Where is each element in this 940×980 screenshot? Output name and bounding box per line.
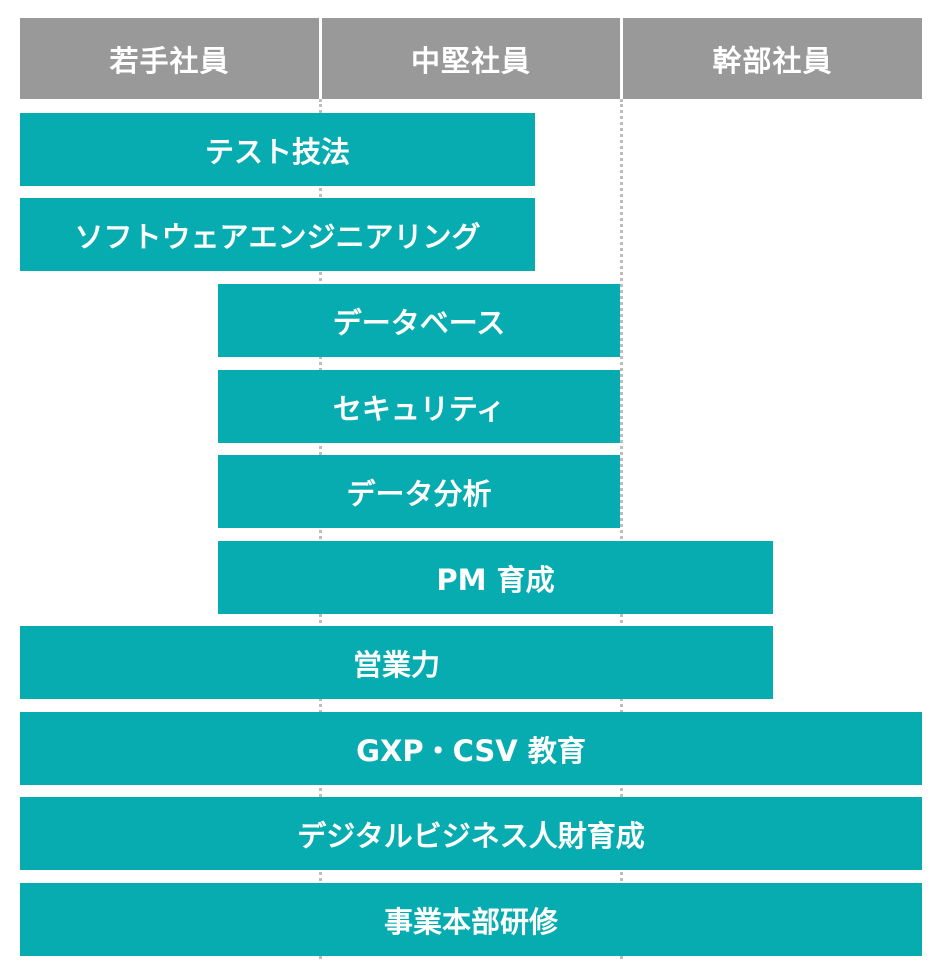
program-bar-database: データベース — [218, 284, 620, 357]
program-bar-test-techniques: テスト技法 — [20, 113, 535, 186]
level-header-mid: 中堅社員 — [322, 18, 620, 99]
level-header-senior: 幹部社員 — [623, 18, 922, 99]
program-bar-security: セキュリティ — [218, 370, 620, 443]
program-bar-division-training: 事業本部研修 — [20, 883, 922, 956]
column-divider-2 — [620, 99, 623, 959]
program-bar-gxp-csv-education: GXP・CSV 教育 — [20, 712, 922, 785]
program-bar-digital-business-talent: デジタルビジネス人財育成 — [20, 797, 922, 870]
program-bar-pm-training: PM 育成 — [218, 541, 773, 614]
program-bar-software-engineering: ソフトウェアエンジニアリング — [20, 198, 535, 271]
program-bar-sales-skills: 営業力 — [20, 626, 773, 699]
program-bar-data-analysis: データ分析 — [218, 455, 620, 528]
column-divider-1 — [319, 99, 322, 959]
level-header-junior: 若手社員 — [20, 18, 319, 99]
